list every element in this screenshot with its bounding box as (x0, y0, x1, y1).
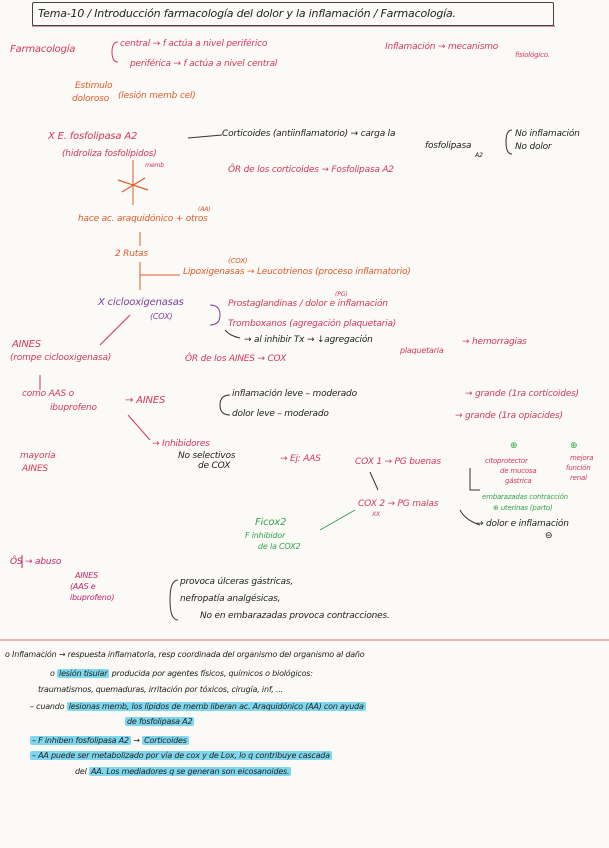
page-title: Tema-10 / Introducción farmacología del … (38, 7, 456, 20)
note-bottom-8: del AA. Los mediadores q se generan son … (75, 767, 292, 776)
note-citoprotector: citoprotector (485, 457, 528, 465)
note-aines-2: → AINES (125, 395, 166, 406)
note-ibuprofeno: ibuprofeno (50, 403, 97, 413)
highlight-lipidos: lesionas memb, los lípidos de memb liber… (66, 702, 366, 711)
note-bottom-5: de fosfolipasa A2 (125, 717, 195, 726)
note-bottom-4-start: – cuando (30, 702, 65, 711)
note-grande-2: → grande (1ra opiacides) (455, 411, 563, 421)
note-cox1: COX 1 → PG buenas (355, 457, 441, 467)
note-al-inhibir: → al inhibir Tx → ↓agregación (244, 335, 373, 345)
note-cox2: COX 2 → PG malas (358, 499, 439, 509)
note-no-selectivos: No selectivos (178, 451, 236, 461)
note-de-cox: de COX (198, 461, 231, 471)
note-hace: hace ac. araquidónico + otros (78, 214, 208, 224)
note-os-abuso: ÔS → abuso (10, 557, 62, 567)
note-dolor-inflamacion: → dolor e inflamación (476, 519, 569, 529)
note-rompe: (rompe ciclooxigenasa) (10, 353, 112, 363)
note-gastrica: gástrica (505, 477, 532, 485)
note-ciclooxigenasas: X ciclooxigenasas (98, 297, 184, 308)
plus-icon-2: ⊕ (570, 441, 578, 451)
note-provoca-1: provoca úlceras gástricas, (180, 577, 293, 587)
note-inhibidores: → Inhibidores (152, 439, 210, 449)
note-uterinas: ⊕ uterinas (parto) (493, 504, 553, 512)
note-a2: A2 (475, 152, 483, 159)
note-hemorragias: → hemorragias (462, 337, 527, 347)
note-hidroliza: (hidroliza fosfolípidos) (62, 149, 157, 159)
note-or-aines: ÔR de los AINES → COX (185, 354, 287, 364)
note-aa: (AA) (198, 206, 211, 213)
note-mejora: mejora (570, 454, 594, 462)
highlight-metabolizado: – AA puede ser metabolizado por vía de c… (30, 751, 332, 760)
note-inflamacion-top: Inflamación → mecanismo (385, 42, 499, 52)
note-provoca-3: No en embarazadas provoca contracciones. (200, 611, 390, 621)
highlight-corticoides: Corticoides (142, 736, 189, 745)
note-aas-e: (AAS e (70, 582, 96, 591)
note-aines-title: AINES (12, 339, 41, 350)
note-bottom-2: o lesión tisular producida por agentes f… (50, 669, 313, 678)
note-prostaglandinas: Prostaglandinas / dolor e inflamación (228, 299, 388, 309)
note-dolor-leve: dolor leve – moderado (232, 409, 329, 419)
note-memb: memb (145, 162, 164, 169)
note-no-dolor: No dolor (515, 142, 552, 152)
note-fosfolipasa: X E. fosfolipasa A2 (48, 131, 138, 142)
note-cox-small: (COX) (228, 257, 248, 265)
note-corticoides: Corticoides (antiinflamatorio) → carga l… (222, 129, 396, 139)
note-bottom-6: – F inhiben fosfolipasa A2 → Corticoides (30, 736, 189, 745)
note-bottom-2-rest: producida por agentes físicos, químicos … (111, 669, 313, 678)
note-pg: (PG) (335, 291, 348, 298)
highlight-inhiben: – F inhiben fosfolipasa A2 (30, 736, 131, 745)
note-provoca-2: nefropatía analgésicas, (180, 594, 281, 604)
note-periferica: periférica → f actúa a nivel central (130, 59, 278, 69)
highlight-lesion: lesión tisular (57, 669, 110, 678)
highlight-eicosanoides: AA. Los mediadores q se generan son eico… (88, 767, 292, 776)
note-fisiologico: fisiológico. (515, 51, 550, 59)
note-cox-paren: (COX) (150, 312, 173, 321)
note-aines-3: AINES (22, 464, 48, 474)
plus-icon-1: ⊕ (510, 441, 518, 451)
note-farmacologia: Farmacología (10, 44, 76, 55)
note-aines-4: AINES (75, 571, 98, 580)
note-bottom-8-start: del (75, 767, 87, 776)
note-mucosa: de mucosa (500, 467, 537, 475)
note-ej-aas: → Ej: AAS (280, 454, 321, 464)
note-mayoria: mayoría (20, 451, 56, 461)
note-estimulo: Estimulo (75, 81, 113, 91)
note-lesion: (lesión memb cel) (118, 91, 196, 101)
note-f-inhibidor: F inhibidor (245, 531, 286, 540)
arrow-icon: → (133, 736, 140, 745)
note-or-corticoides: ÔR de los corticoides → Fosfolipasa A2 (228, 165, 394, 175)
note-inflamacion-leve: inflamación leve – moderado (232, 389, 357, 399)
note-doloroso: doloroso (72, 94, 110, 104)
note-fosfolipasa-small: fosfolipasa (425, 141, 472, 151)
note-como: como AAS o (22, 389, 74, 399)
note-rutas: 2 Rutas (115, 249, 148, 259)
note-de-la-cox2: de la COX2 (258, 542, 301, 551)
note-bottom-4: – cuando lesionas memb, los lípidos de m… (30, 702, 366, 711)
bullet: o (50, 669, 55, 678)
note-plaquetaria: plaquetaria (400, 346, 444, 355)
note-no-inflamacion: No inflamación (515, 129, 580, 139)
note-bottom-1: o Inflamación → respuesta inflamatoria, … (5, 650, 365, 659)
note-grande-1: → grande (1ra corticoides) (465, 389, 579, 399)
note-ficox2: Ficox2 (255, 517, 287, 528)
note-ibuprofeno-2: ibuprofeno) (70, 593, 115, 602)
note-embarazadas: embarazadas contracción (482, 493, 568, 501)
note-bottom-3: traumatismos, quemaduras, irritación por… (38, 685, 284, 694)
note-tromboxanos: Tromboxanos (agregación plaquetaria) (228, 319, 397, 329)
highlight-fosfolipasa: de fosfolipasa A2 (125, 717, 195, 726)
note-central: central → f actúa a nivel periférico (120, 39, 268, 49)
note-renal: renal (570, 474, 587, 482)
minus-icon: ⊖ (545, 531, 553, 541)
note-lipoxigenasas: Lipoxigenasas → Leucotrienos (proceso in… (183, 267, 411, 277)
title-box (32, 2, 554, 26)
note-funcion: función (566, 464, 591, 472)
note-xx: XX (372, 511, 381, 518)
note-bottom-7: – AA puede ser metabolizado por vía de c… (30, 751, 332, 760)
